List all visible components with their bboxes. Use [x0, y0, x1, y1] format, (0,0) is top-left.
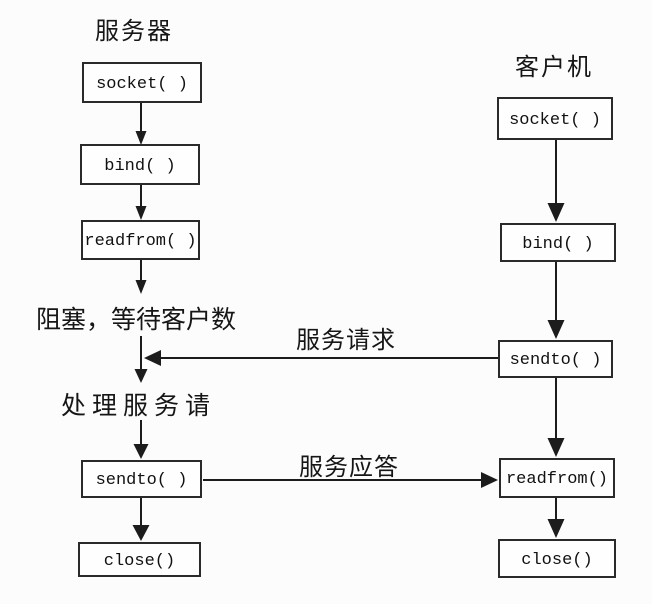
client-readfrom-box: readfrom()	[499, 458, 615, 498]
server-arrow-process-to-sendto	[133, 420, 149, 459]
client-bind-box: bind( )	[500, 223, 616, 262]
server-bind-box: bind( )	[80, 144, 200, 185]
client-arrow-readfrom-to-close	[547, 498, 565, 538]
server-wait-note: 阻塞，等待客户数	[36, 306, 237, 334]
client-column-title: 客户机	[515, 54, 593, 81]
service-reply-label: 服务应答	[299, 454, 399, 481]
client-arrow-bind-to-sendto	[547, 262, 565, 339]
server-socket-box: socket( )	[82, 62, 202, 103]
server-readfrom-box: readfrom( )	[81, 220, 200, 260]
client-close-box: close()	[498, 539, 616, 578]
server-arrow-wait-to-process-note	[134, 336, 148, 383]
server-sendto-box: sendto( )	[81, 460, 202, 498]
service-request-arrow	[144, 350, 498, 366]
server-arrow-socket-to-bind	[135, 103, 147, 145]
client-socket-box: socket( )	[497, 97, 613, 140]
server-process-note: 处理服务请	[61, 392, 217, 420]
server-arrow-bind-to-readfrom	[135, 185, 147, 220]
client-arrow-socket-to-bind	[547, 140, 565, 222]
service-request-label: 服务请求	[296, 327, 396, 354]
server-arrow-readfrom-to-wait-note	[135, 260, 147, 294]
service-reply-arrow	[203, 472, 498, 488]
client-arrow-sendto-to-readfrom	[547, 378, 565, 457]
server-close-box: close()	[78, 542, 201, 577]
server-arrow-sendto-to-close	[132, 498, 150, 541]
server-column-title: 服务器	[95, 18, 173, 45]
client-sendto-box: sendto( )	[498, 340, 613, 378]
